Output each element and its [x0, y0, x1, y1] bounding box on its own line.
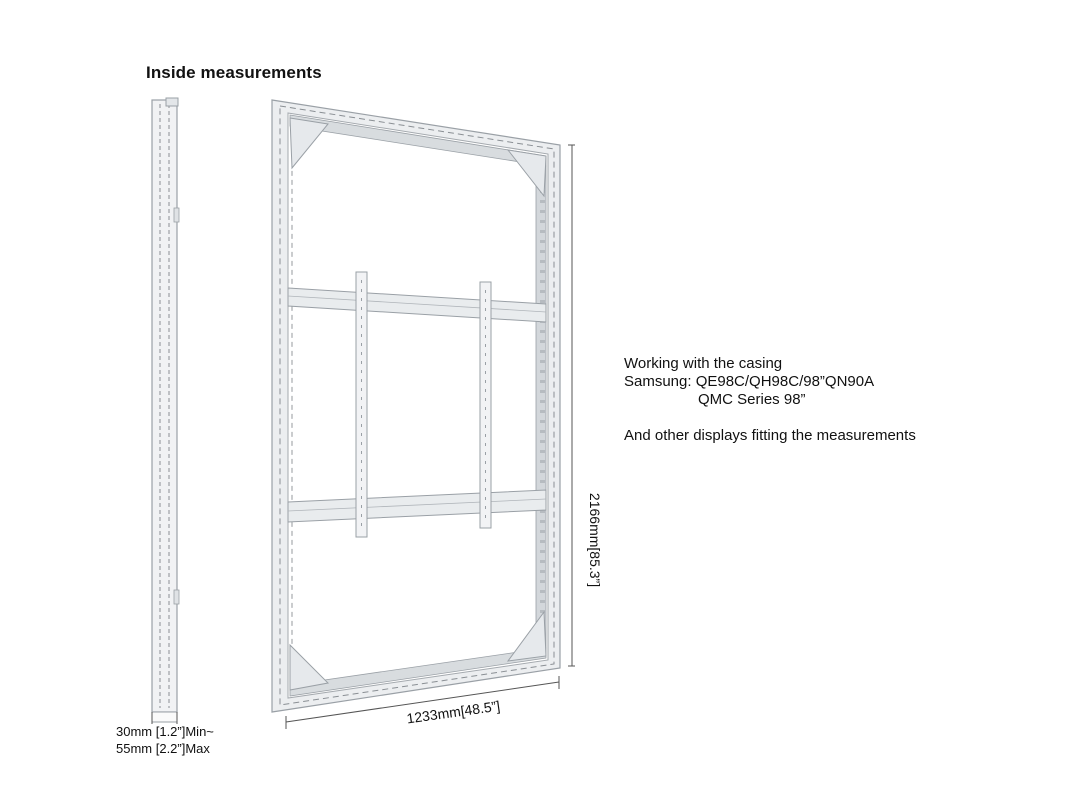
depth-max: 55mm [2.2”]Max — [116, 741, 210, 756]
height-dimension: 2166mm[85.3”] — [568, 144, 603, 667]
compatibility-info: Working with the casing Samsung: QE98C/Q… — [624, 355, 916, 445]
vertical-arms — [355, 271, 492, 538]
info-line-1: Working with the casing — [624, 355, 783, 372]
info-line-3: QMC Series 98” — [698, 391, 806, 408]
outer-frame — [271, 99, 561, 713]
info-line-2: Samsung: QE98C/QH98C/98”QN90A — [624, 373, 875, 390]
depth-min: 30mm [1.2”]Min~ — [116, 724, 214, 739]
side-profile — [151, 97, 180, 724]
corner-brackets — [289, 117, 547, 691]
page-title: Inside measurements — [146, 63, 322, 82]
depth-label: 30mm [1.2”]Min~ 55mm [2.2”]Max — [116, 723, 214, 757]
info-line-4: And other displays fitting the measureme… — [624, 427, 916, 444]
height-label: 2166mm[85.3”] — [587, 493, 603, 587]
